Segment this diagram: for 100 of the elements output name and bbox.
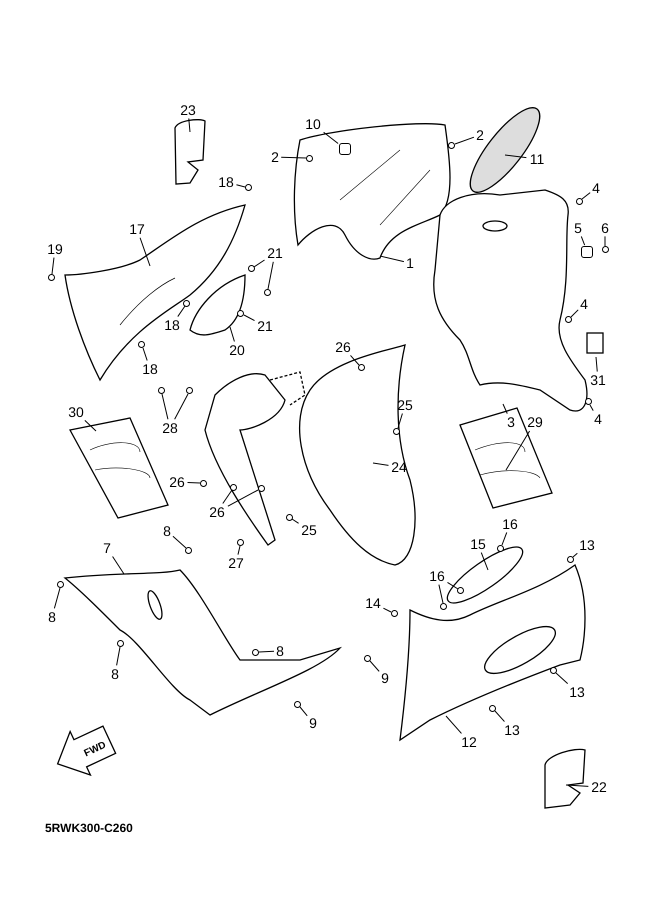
fastener (117, 640, 124, 648)
callout-number: 14 (365, 596, 381, 610)
callout-number: 23 (180, 103, 196, 117)
callout-number: 9 (381, 671, 389, 685)
callout-number: 18 (142, 362, 158, 376)
leader-line (323, 132, 339, 144)
fastener (200, 480, 207, 487)
callout-number: 11 (530, 152, 544, 166)
leader-line (570, 309, 579, 318)
callout-number: 18 (164, 318, 180, 332)
diagram-code: 5RWK300-C260 (45, 822, 133, 834)
callout-number: 20 (229, 343, 245, 357)
leader-line (244, 314, 256, 321)
leader-line (258, 650, 274, 652)
leader-line (380, 256, 404, 262)
leader-line (112, 556, 124, 574)
leader-line (174, 394, 188, 420)
fastener (183, 300, 190, 307)
leader-line (504, 154, 527, 158)
fastener (57, 581, 64, 588)
direction-label: FWD (82, 740, 108, 760)
leader-line (177, 306, 186, 318)
leader-line (502, 404, 508, 414)
callout-number: 30 (68, 405, 84, 419)
fastener (550, 667, 557, 674)
leader-line (454, 136, 474, 144)
fastener (566, 556, 574, 563)
leader-line (370, 660, 380, 672)
callout-number: 25 (301, 523, 317, 537)
callout-number: 15 (470, 537, 486, 551)
leader-line (300, 706, 308, 716)
leader-line (140, 237, 150, 266)
fastener (565, 316, 572, 323)
callout-number: 13 (579, 538, 595, 552)
fastener (185, 546, 192, 554)
leader-line (582, 192, 591, 200)
callout-number: 8 (48, 610, 56, 624)
fastener (252, 648, 259, 656)
fastener (264, 288, 271, 296)
leader-line (580, 236, 586, 246)
fastener (489, 704, 496, 712)
callout-number: 21 (257, 319, 273, 333)
callout-number: 4 (580, 297, 588, 311)
callout-number: 7 (103, 541, 111, 555)
callout-number: 16 (429, 569, 445, 583)
leader-line (254, 259, 266, 268)
callout-number: 1 (406, 256, 414, 270)
leader-line (372, 462, 389, 466)
leader-line (398, 413, 403, 428)
leader-line (237, 546, 240, 556)
callout-number: 4 (592, 181, 600, 195)
fastener (186, 387, 194, 394)
callout-number: 4 (594, 412, 602, 426)
leader-line (172, 536, 186, 548)
leader-line (188, 118, 190, 132)
callout-number: 8 (276, 644, 284, 658)
leader-line (572, 552, 578, 558)
leader-line (494, 710, 505, 722)
leader-line (596, 356, 598, 372)
fastener (237, 539, 244, 546)
callout-number: 31 (590, 373, 606, 387)
callout-number: 28 (162, 421, 178, 435)
leader-line (54, 588, 60, 609)
fastener (576, 198, 583, 205)
callout-number: 9 (309, 716, 317, 730)
leader-line (84, 420, 96, 432)
fastener (48, 274, 56, 281)
callout-number: 18 (218, 175, 234, 189)
callout-number: 2 (271, 150, 279, 164)
leader-line (590, 404, 594, 412)
callout-number: 22 (591, 780, 607, 794)
callout-number: 26 (209, 505, 225, 519)
leader-line (502, 532, 508, 546)
leader-line (227, 490, 258, 507)
fastener (448, 142, 456, 149)
fastener (286, 514, 293, 521)
callout-number: 26 (335, 340, 351, 354)
leader-line (446, 716, 462, 734)
fastener (581, 246, 594, 258)
leader-line (446, 582, 458, 590)
callout-number: 8 (163, 524, 171, 538)
callout-number: 6 (601, 221, 609, 235)
callout-number: 24 (391, 460, 407, 474)
leader-line (480, 552, 488, 570)
leader-line (268, 261, 274, 290)
fastener (390, 610, 398, 618)
callout-number: 21 (267, 246, 283, 260)
fastener (248, 265, 255, 272)
leader-line (187, 482, 200, 484)
callout-number: 19 (47, 242, 63, 256)
leader-line (604, 236, 606, 246)
fastener (244, 184, 252, 192)
leader-line (230, 326, 235, 342)
callout-number: 2 (476, 128, 484, 142)
callout-number: 25 (397, 398, 413, 412)
fastener (602, 246, 608, 253)
fastener (294, 700, 302, 708)
leader-line (280, 156, 306, 158)
callout-number: 26 (169, 475, 185, 489)
leader-line (382, 608, 392, 612)
